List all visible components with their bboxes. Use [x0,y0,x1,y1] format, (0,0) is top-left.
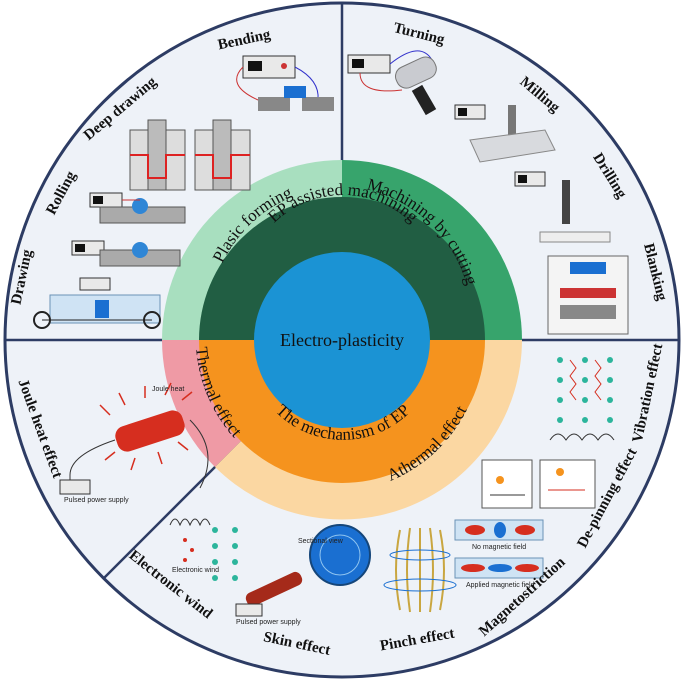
core-title: Electro-plasticity [280,330,404,350]
electronic-wind-caption: Electronic wind [172,567,219,574]
illustration-magnetostriction: No magnetic field Applied magnetic field [454,519,544,589]
illustration-depinning [481,459,596,509]
illustration-rolling [89,192,186,224]
sectional-view-caption: Sectional view [298,538,344,545]
illustration-bending [236,55,334,111]
illustration-deep-drawing [129,119,251,191]
illustration-vibration [549,357,615,441]
illustration-electronic-wind: Electronic wind [169,518,238,581]
core-circle [254,252,430,428]
pulsed-power-caption-2: Pulsed power supply [236,619,301,626]
pulsed-power-caption: Pulsed power supply [64,497,129,504]
applied-magnetic-field-caption: Applied magnetic field [466,582,535,589]
illustration-milling [454,104,556,163]
illustration-turning [347,50,437,116]
illustration-joule-heat: Joule heat Pulsed power supply [59,382,209,504]
no-magnetic-field-caption: No magnetic field [472,544,526,551]
illustration-drilling [514,171,611,243]
illustration-pinch-effect [383,527,457,613]
illustration-drawing [33,240,181,329]
illustration-blanking [547,255,629,335]
joule-heat-caption: Joule heat [152,386,184,393]
illustration-skin-effect: Sectional view Pulsed power supply [235,524,371,626]
